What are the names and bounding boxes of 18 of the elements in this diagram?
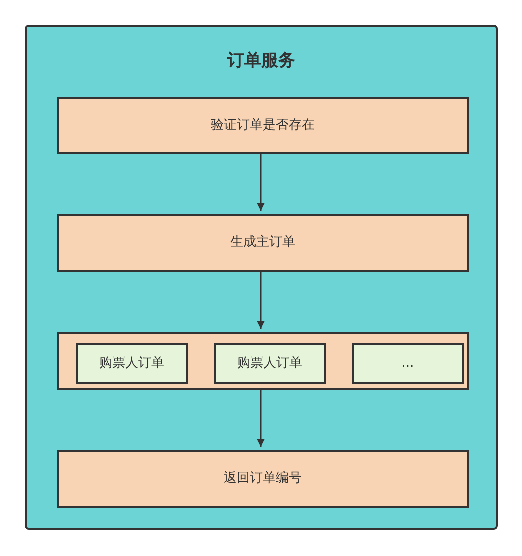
node-label: 购票人订单 bbox=[238, 354, 302, 373]
node-label: 返回订单编号 bbox=[224, 470, 302, 488]
node-label: ... bbox=[402, 354, 414, 373]
container-title: 订单服务 bbox=[226, 50, 296, 73]
node-label: 验证订单是否存在 bbox=[211, 116, 315, 135]
process-box bbox=[57, 214, 469, 272]
process-box bbox=[57, 97, 469, 154]
group-box bbox=[57, 332, 469, 390]
process-box bbox=[57, 450, 469, 508]
order-box bbox=[352, 343, 464, 384]
order-box bbox=[76, 343, 188, 384]
arrow bbox=[257, 271, 265, 329]
node-label: 生成主订单 bbox=[230, 234, 296, 252]
order-box bbox=[214, 343, 326, 384]
service-container bbox=[25, 25, 498, 530]
arrow bbox=[257, 153, 265, 211]
node-label: 购票人订单 bbox=[100, 354, 164, 373]
arrow bbox=[257, 389, 265, 447]
